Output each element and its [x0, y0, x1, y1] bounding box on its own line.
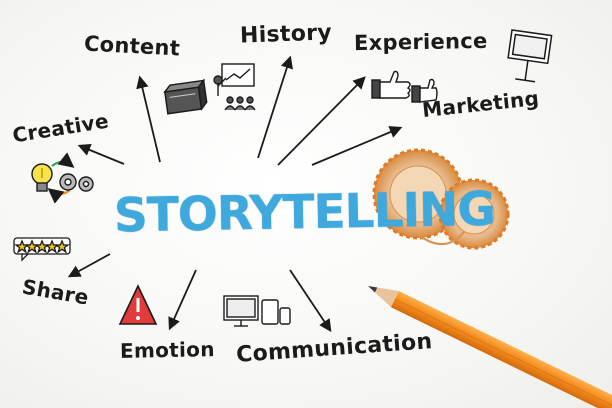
arrow-experience [277, 76, 366, 166]
billboard-icon [507, 29, 553, 83]
main-title: STORYTELLING [113, 181, 496, 244]
creative-arrows [47, 152, 75, 204]
arrow-creative [77, 143, 125, 165]
arrow-share [67, 253, 111, 278]
presentation-icon [213, 63, 256, 111]
arrows [67, 55, 403, 333]
arrow-emotion [168, 269, 197, 331]
lightbulb-icon [31, 163, 53, 192]
pencil-shavings-image [372, 148, 510, 250]
gears-icon [59, 173, 94, 192]
label-content: Content [83, 31, 181, 61]
arrow-content [136, 75, 161, 163]
rating-stars-icon [13, 237, 71, 262]
warning-icon [118, 284, 158, 325]
label-emotion: Emotion [119, 337, 215, 363]
label-history: History [239, 20, 333, 49]
devices-icon [223, 295, 291, 327]
thumbs-up-icon [371, 70, 438, 103]
arrow-history [257, 55, 293, 159]
label-experience: Experience [353, 28, 488, 56]
pencil-image [368, 286, 612, 408]
arrow-communication [289, 269, 332, 333]
arrow-marketing [311, 126, 403, 166]
book-icon [163, 78, 208, 115]
